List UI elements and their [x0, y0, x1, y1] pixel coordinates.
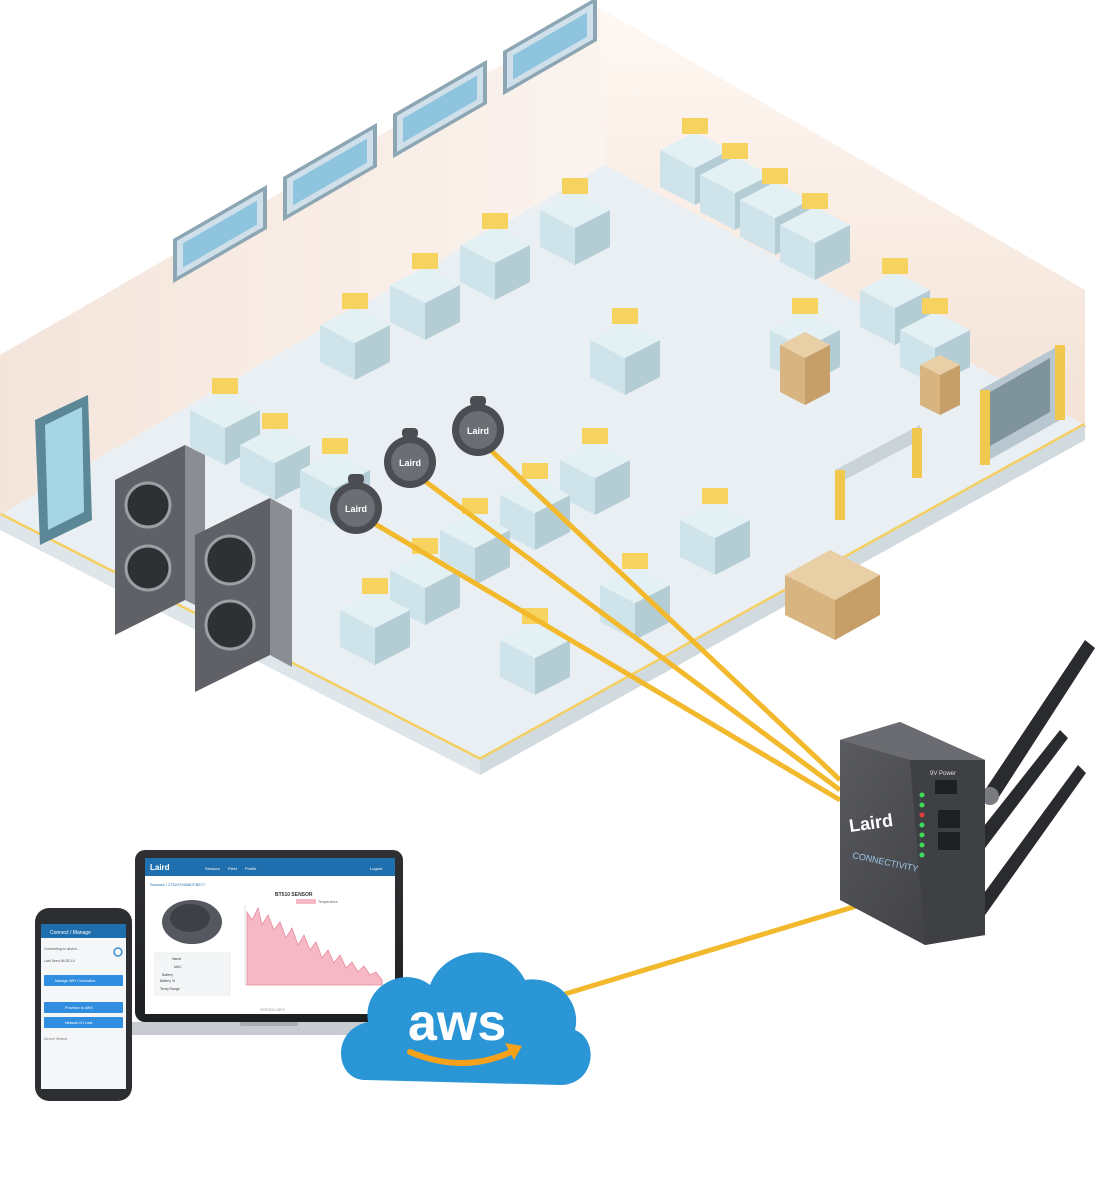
- laptop-nav-sensors[interactable]: Sensors: [205, 866, 220, 871]
- laptop-temperature-chart: [244, 905, 385, 986]
- svg-text:Battery: Battery: [162, 973, 173, 977]
- machine-unit: [460, 213, 530, 300]
- svg-text:Network I/O Lists: Network I/O Lists: [65, 1021, 93, 1025]
- sensor-3: Laird: [330, 474, 382, 534]
- phone-status-1: Connecting to device...: [44, 947, 80, 951]
- machine-unit: [390, 253, 460, 340]
- wall-windows: [173, 0, 597, 284]
- machine-unit: [240, 413, 310, 500]
- phone-footer: Device Version: [44, 1037, 67, 1041]
- machine-unit: [680, 488, 750, 575]
- factory-floor-illustration: [0, 0, 1087, 775]
- machine-unit: [600, 553, 670, 640]
- gateway-leds: [919, 792, 925, 858]
- sensor-brand-label: Laird: [345, 504, 367, 514]
- laptop-nav-profile[interactable]: Profile: [245, 866, 257, 871]
- laptop-legend: Temperature: [318, 900, 338, 904]
- aws-smile-icon: [407, 1047, 518, 1066]
- sensor-brand-label: Laird: [399, 458, 421, 468]
- sensor-brand-label: Laird: [467, 426, 489, 436]
- factory-door: [35, 395, 92, 545]
- laptop-info-table: Name MAC Battery Battery % Temp Range: [154, 952, 231, 996]
- laptop-breadcrumb: Sensors / 2752470408CFB577: [150, 882, 206, 887]
- machine-unit: [780, 193, 850, 280]
- phone-status-2: Last Seen 84:2E:14: [44, 959, 75, 963]
- laptop-logout[interactable]: Logout: [370, 866, 383, 871]
- phone-network-button[interactable]: [44, 1017, 123, 1028]
- svg-text:Battery %: Battery %: [160, 979, 175, 983]
- laptop-footer: VERSION INFO: [260, 1008, 285, 1012]
- back-wall-right: [600, 8, 1085, 425]
- aws-logo-text: aws: [408, 994, 506, 1052]
- machine-unit: [500, 463, 570, 550]
- svg-text:Name: Name: [172, 957, 181, 961]
- machine-unit: [320, 293, 390, 380]
- hvac-units: [115, 445, 292, 692]
- sensor-2: Laird: [384, 428, 436, 488]
- sensor-links: [358, 438, 861, 1003]
- svg-text:MAC: MAC: [174, 965, 182, 969]
- laptop: Laird Sensors Fleet Profile Logout Senso…: [115, 850, 423, 1035]
- loading-gates: [835, 345, 1065, 520]
- aws-cloud: aws: [340, 952, 591, 1085]
- laptop-nav-fleet[interactable]: Fleet: [228, 866, 238, 871]
- machines: [190, 118, 970, 695]
- back-wall-left: [0, 8, 605, 515]
- machine-unit: [340, 578, 410, 665]
- machine-unit: [540, 178, 610, 265]
- sensor-1: Laird: [452, 396, 504, 456]
- phone-provision-button[interactable]: [44, 1002, 123, 1013]
- gateway-antennas: [961, 640, 1095, 929]
- svg-text:Provision to AWS: Provision to AWS: [65, 1006, 93, 1010]
- laird-gateway: 9V Power Laird CONNECTIVITY: [840, 640, 1095, 945]
- bt510-sensors: Laird Laird Laird: [330, 396, 504, 534]
- machine-unit: [590, 308, 660, 395]
- phone-wifi-button[interactable]: [44, 975, 123, 986]
- laptop-nav-brand: Laird: [150, 863, 170, 872]
- laptop-chart-title: BT510 SENSOR: [275, 892, 313, 898]
- smartphone: Connect / Manage Connecting to device...…: [35, 908, 132, 1101]
- svg-text:Temp Range: Temp Range: [160, 987, 180, 991]
- svg-text:Manage WiFi Connection: Manage WiFi Connection: [55, 979, 95, 983]
- pallet-stacks: [780, 332, 960, 640]
- gateway-power-label: 9V Power: [930, 771, 956, 777]
- phone-header: Connect / Manage: [50, 930, 91, 936]
